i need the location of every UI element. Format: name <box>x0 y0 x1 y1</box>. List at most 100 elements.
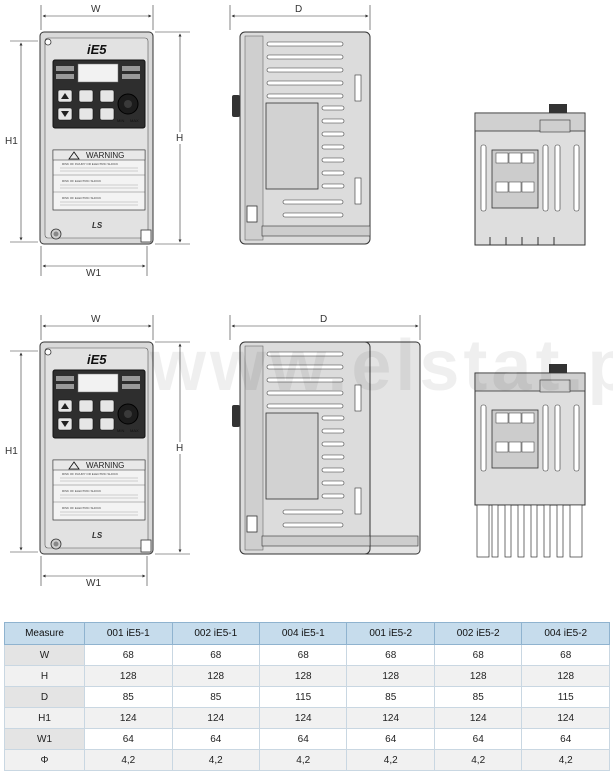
table-row: H1 124 124 124 124 124 124 <box>3 707 610 729</box>
front-view-bottom: iE5 WARNING RISK OF INJURY OR ELECTRIC S… <box>39 341 154 555</box>
column-header: 004 iE5-1 <box>258 622 348 645</box>
warning-item: RISK OF ELECTRIC SHOCK <box>62 489 101 493</box>
table-cell: 64 <box>258 728 348 750</box>
table-row: D 85 85 115 85 85 115 <box>3 686 610 708</box>
table-cell: 4,2 <box>258 749 348 771</box>
table-cell: 124 <box>171 707 261 729</box>
row-label: H1 <box>3 707 86 729</box>
table-cell: 68 <box>346 644 435 666</box>
table-cell: 68 <box>84 644 173 666</box>
brand-label: iE5 <box>87 42 107 57</box>
row-label: H <box>3 665 86 687</box>
table-cell: 85 <box>171 686 261 708</box>
table-row: H 128 128 128 128 128 128 <box>3 665 610 687</box>
warning-title: WARNING <box>86 151 124 160</box>
table-cell: 85 <box>346 686 435 708</box>
table-cell: 124 <box>346 707 435 729</box>
table-row: W1 64 64 64 64 64 64 <box>3 728 610 750</box>
table-cell: 128 <box>84 665 173 687</box>
table-cell: 68 <box>521 644 610 666</box>
table-cell: 128 <box>346 665 435 687</box>
table-cell: 128 <box>171 665 261 687</box>
table-row: W 68 68 68 68 68 68 <box>3 644 610 666</box>
warning-item: RISK OF INJURY OR ELECTRIC SHOCK <box>62 162 118 166</box>
warning-item: RISK OF INJURY OR ELECTRIC SHOCK <box>62 472 118 476</box>
ls-logo: LS <box>92 221 103 230</box>
table-cell: 85 <box>433 686 523 708</box>
dim-label-h: H <box>176 443 183 454</box>
table-cell: 4,2 <box>433 749 523 771</box>
dim-label-d: D <box>320 314 327 325</box>
table-cell: 64 <box>521 728 610 750</box>
table-cell: 124 <box>258 707 348 729</box>
table-cell: 115 <box>521 686 610 708</box>
bottom-view-top <box>474 103 586 246</box>
table-cell: 124 <box>521 707 610 729</box>
table-cell: 68 <box>171 644 261 666</box>
dimensions-table: Measure 001 iE5-1 002 iE5-1 004 iE5-1 00… <box>3 622 610 771</box>
dimension-lines-bottom <box>10 315 421 586</box>
dim-label-bg <box>317 313 331 325</box>
dim-label-bg <box>174 442 186 454</box>
dimension-drawing: iE5 WARNING RISK OF INJURY OR ELECTRIC S… <box>4 3 586 589</box>
column-header: Measure <box>3 622 86 645</box>
column-header: 002 iE5-2 <box>433 622 523 645</box>
ls-logo: LS <box>92 531 103 540</box>
warning-item: RISK OF ELECTRIC SHOCK <box>62 506 101 510</box>
table-cell: 4,2 <box>84 749 173 771</box>
row-label: W1 <box>3 728 86 750</box>
dim-label-h: H <box>176 133 183 144</box>
dim-label-w1: W1 <box>86 578 101 589</box>
column-header: 001 iE5-1 <box>84 622 173 645</box>
dim-label-w1: W1 <box>86 268 101 279</box>
warning-item: RISK OF ELECTRIC SHOCK <box>62 196 101 200</box>
table-cell: 64 <box>171 728 261 750</box>
dim-label-h1: H1 <box>5 446 18 457</box>
row-label: D <box>3 686 86 708</box>
dim-label-bg <box>88 3 104 15</box>
table-cell: 64 <box>84 728 173 750</box>
table-cell: 115 <box>258 686 348 708</box>
table-cell: 4,2 <box>346 749 435 771</box>
side-view-top <box>231 31 371 245</box>
row-label: Φ <box>3 749 86 771</box>
brand-label: iE5 <box>87 352 107 367</box>
knob-min-label: MIN <box>117 118 124 123</box>
table-cell: 128 <box>258 665 348 687</box>
table-cell: 4,2 <box>171 749 261 771</box>
table-row: Φ 4,2 4,2 4,2 4,2 4,2 4,2 <box>3 749 610 771</box>
dim-label-w: W <box>91 4 101 15</box>
dimension-drawing-svg: iE5 WARNING RISK OF INJURY OR ELECTRIC S… <box>4 3 586 589</box>
dim-label-bg <box>88 313 104 325</box>
dim-label-h1: H1 <box>5 136 18 147</box>
table-cell: 85 <box>84 686 173 708</box>
front-view-top: iE5 WARNING RISK OF INJURY OR ELECTRIC S… <box>39 31 154 245</box>
table-cell: 68 <box>433 644 523 666</box>
table-cell: 128 <box>433 665 523 687</box>
dim-label-bg <box>292 3 306 15</box>
bottom-view-bottom <box>474 363 586 558</box>
dim-label-bg <box>4 135 20 147</box>
knob-max-label: MAX <box>130 118 139 123</box>
dim-label-w: W <box>91 314 101 325</box>
column-header: 002 iE5-1 <box>171 622 261 645</box>
side-view-bottom <box>231 341 421 555</box>
table-header-row: Measure 001 iE5-1 002 iE5-1 004 iE5-1 00… <box>3 622 610 645</box>
table-cell: 4,2 <box>521 749 610 771</box>
row-label: W <box>3 644 86 666</box>
table-cell: 68 <box>258 644 348 666</box>
table-cell: 128 <box>521 665 610 687</box>
dim-label-bg <box>4 445 20 457</box>
knob-max-label: MAX <box>130 428 139 433</box>
warning-item: RISK OF ELECTRIC SHOCK <box>62 179 101 183</box>
dim-label-d: D <box>295 4 302 15</box>
column-header: 001 iE5-2 <box>346 622 435 645</box>
table-cell: 64 <box>346 728 435 750</box>
column-header: 004 iE5-2 <box>521 622 610 645</box>
knob-min-label: MIN <box>117 428 124 433</box>
warning-title: WARNING <box>86 461 124 470</box>
table-cell: 124 <box>84 707 173 729</box>
table-cell: 124 <box>433 707 523 729</box>
dim-label-bg <box>174 132 186 144</box>
table-cell: 64 <box>433 728 523 750</box>
